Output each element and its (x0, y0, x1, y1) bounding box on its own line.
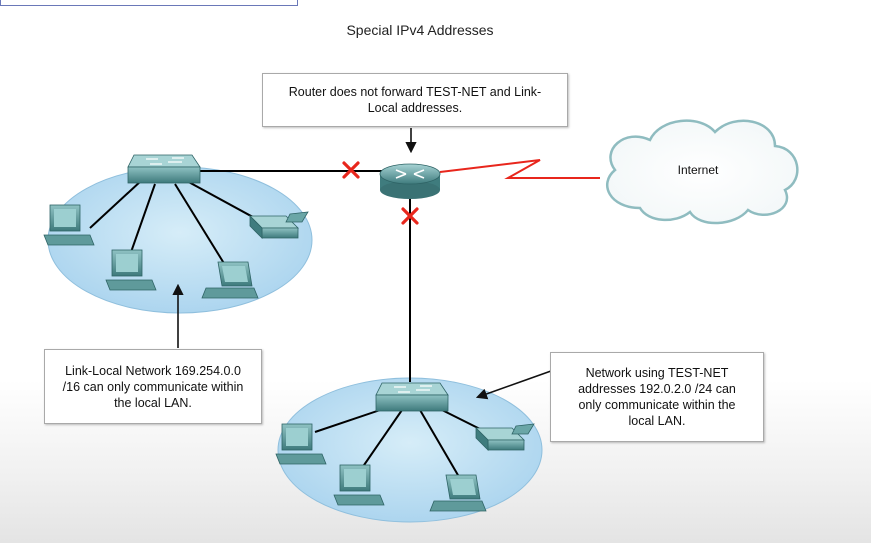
laptop-icon (429, 474, 487, 512)
printer-icon (249, 211, 309, 239)
router-note-callout: Router does not forward TEST-NET and Lin… (262, 73, 568, 127)
router-icon (379, 163, 441, 199)
switch-icon (375, 382, 449, 412)
cloud-icon (606, 119, 799, 225)
serial-link-lightning-icon (439, 159, 600, 179)
testnet-note-text: Network using TEST-NET addresses 192.0.2… (578, 366, 736, 428)
switch-icon (127, 154, 201, 184)
desktop-computer-icon (43, 204, 95, 246)
callout-arrow-testnet (475, 370, 552, 400)
testnet-note-callout: Network using TEST-NET addresses 192.0.2… (550, 352, 764, 442)
link-local-note-text: Link-Local Network 169.254.0.0 /16 can o… (62, 363, 244, 410)
link-local-note-callout: Link-Local Network 169.254.0.0 /16 can o… (44, 349, 262, 424)
router-note-text: Router does not forward TEST-NET and Lin… (288, 85, 542, 115)
red-x-icon (401, 207, 419, 225)
desktop-computer-icon (333, 464, 385, 506)
laptop-icon (201, 261, 259, 299)
internet-label: Internet (677, 163, 719, 177)
red-x-icon (342, 161, 360, 179)
page-title: Special IPv4 Addresses (346, 22, 494, 38)
lan1-cables (89, 179, 263, 266)
desktop-computer-icon (105, 249, 157, 291)
printer-icon (475, 423, 535, 451)
top-frame-strip (0, 0, 298, 6)
desktop-computer-icon (275, 423, 327, 465)
